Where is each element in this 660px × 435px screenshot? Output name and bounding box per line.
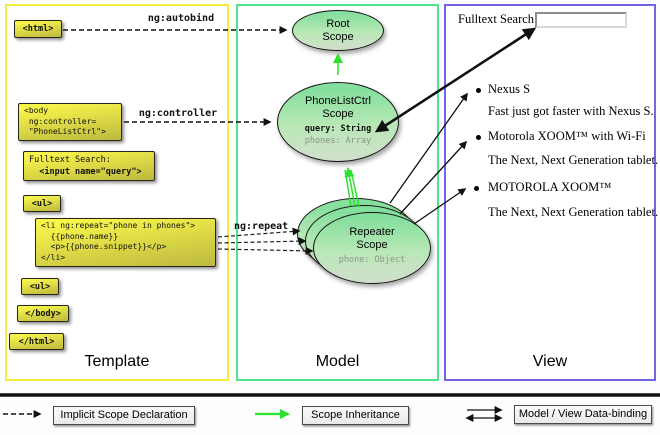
code-line: "PhoneListCtrl">: [24, 127, 106, 136]
root-scope-ellipse: Root Scope: [292, 10, 384, 51]
view-item-name: MOTOROLA XOOM™: [488, 180, 612, 194]
view-item-name: Motorola XOOM™ with Wi-Fi: [488, 129, 646, 143]
scope-title: Root: [326, 18, 350, 30]
view-item-desc: The Next, Next Generation tablet.: [488, 153, 659, 167]
code-text: </html>: [18, 336, 55, 347]
template-column-title: Template: [84, 353, 150, 370]
legend-model-view-data-binding: Model / View Data-binding: [514, 405, 652, 424]
view-column-title: View: [532, 353, 568, 370]
code-line: </li>: [41, 252, 66, 262]
phonelistctrl-scope-ellipse: PhoneListCtrl Scope query: String phones…: [277, 82, 399, 162]
legend-scope-inheritance: Scope Inheritance: [302, 406, 409, 425]
ng-controller-label: ng:controller: [138, 108, 218, 119]
code-box-li-repeat: <li ng:repeat="phone in phones"> {{phone…: [35, 218, 216, 267]
code-line: <li ng:repeat="phone in phones">: [41, 221, 196, 230]
scope-title: PhoneListCtrl: [304, 95, 372, 107]
code-text: <ul>: [31, 198, 53, 209]
code-line: ng:controller=: [24, 116, 97, 126]
repeater-scope-ellipse: Repeater Scope phone: Object: [313, 212, 431, 284]
code-text: <ul>: [29, 281, 51, 292]
ng-autobind-label: ng:autobind: [147, 13, 215, 24]
scope-prop-phones: phones: Array: [304, 135, 372, 146]
legend-implicit-scope-declaration: Implicit Scope Declaration: [53, 406, 195, 425]
view-item-name: Nexus S: [488, 82, 531, 96]
code-text: <html>: [22, 24, 54, 34]
scope-title: Scope: [356, 238, 388, 251]
scope-title: Scope: [322, 107, 354, 120]
bullet-icon: [476, 88, 481, 93]
code-line: <input name="query">: [29, 167, 142, 177]
code-box-fulltext-input: Fulltext Search: <input name="query">: [23, 151, 155, 181]
code-box-ul-close: <ul>: [21, 278, 59, 295]
bullet-icon: [476, 135, 481, 140]
code-box-html-close: </html>: [9, 333, 64, 350]
legend-binding-arrows: [465, 406, 503, 422]
ng-repeat-label: ng:repeat: [234, 221, 289, 232]
scope-title: Repeater: [349, 226, 395, 238]
view-search-label: Fulltext Search:: [458, 12, 538, 26]
model-column: Model: [236, 4, 439, 381]
code-text: </body>: [25, 308, 61, 319]
scope-prop-phone: phone: Object: [338, 255, 406, 265]
view-item-desc: Fast just got faster with Nexus S.: [488, 104, 654, 118]
code-line: <p>{{phone.snippet}}</p>: [41, 242, 167, 251]
code-line: <body: [24, 106, 49, 115]
view-item-desc: The Next, Next Generation tablet.: [488, 205, 659, 219]
code-box-body-open: <body ng:controller= "PhoneListCtrl">: [18, 103, 122, 141]
code-box-ul-open: <ul>: [23, 195, 61, 212]
bullet-icon: [474, 186, 479, 191]
search-input[interactable]: [535, 12, 627, 28]
code-box-html-open: <html>: [14, 20, 62, 38]
code-line: {{phone.name}}: [41, 231, 119, 241]
template-column: Template: [5, 4, 229, 381]
scope-prop-query: query: String: [304, 124, 372, 134]
code-box-body-close: </body>: [17, 305, 69, 322]
model-column-title: Model: [315, 353, 360, 370]
code-line: Fulltext Search:: [29, 155, 111, 165]
scope-title: Scope: [322, 30, 354, 43]
